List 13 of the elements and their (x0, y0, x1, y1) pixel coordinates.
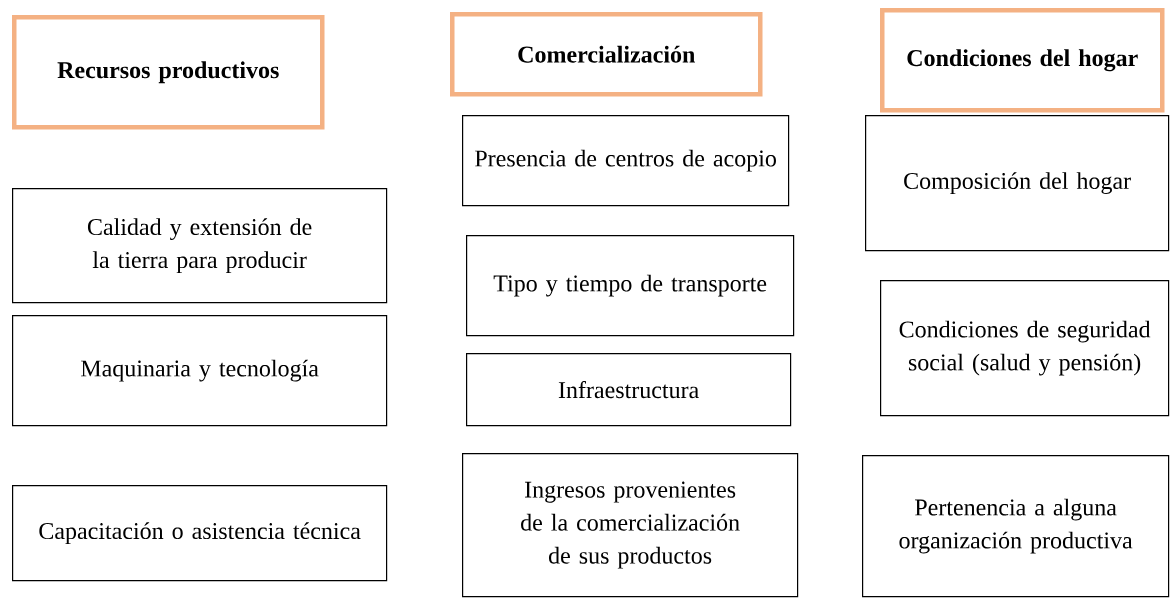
category-box: Condiciones de seguridad social (salud y pensión) (880, 280, 1170, 417)
category-box: Infraestructura (466, 353, 792, 427)
category-box: Maquinaria y tecnología (12, 315, 388, 427)
category-box: Tipo y tiempo de transporte (466, 235, 795, 337)
category-box: Ingresos provenientes de la comercialización de sus productos (462, 453, 799, 598)
category-box: Capacitación o asistencia técnica (12, 485, 388, 582)
category-box: Calidad y extensión de la tierra para producir (12, 188, 388, 304)
header-box: Condiciones del hogar (880, 8, 1165, 113)
category-box: Composición del hogar (865, 115, 1170, 252)
category-box: Pertenencia a alguna organización productiva (862, 455, 1170, 598)
category-box: Presencia de centros de acopio (462, 115, 790, 207)
header-box: Recursos productivos (12, 15, 325, 130)
header-box: Comercialización (450, 12, 763, 97)
